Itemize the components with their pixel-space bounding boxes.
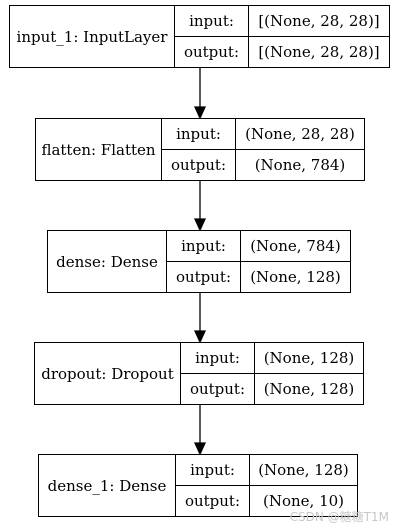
input-label: input: bbox=[162, 119, 235, 150]
output-shape: (None, 10) bbox=[262, 492, 345, 510]
io-values: [(None, 28, 28)] [(None, 28, 28)] bbox=[249, 6, 389, 67]
input-shape: (None, 128) bbox=[250, 455, 357, 486]
layer-name: input_1: InputLayer bbox=[10, 6, 175, 67]
input-label: input: bbox=[175, 6, 248, 37]
output-label: output: bbox=[175, 268, 232, 286]
arrowhead-dropout-to-dense1 bbox=[193, 442, 207, 456]
layer-node-input-1: input_1: InputLayer input: output: [(Non… bbox=[9, 5, 390, 68]
layer-node-dense: dense: Dense input: output: (None, 784) … bbox=[47, 230, 351, 293]
io-values: (None, 128) (None, 128) bbox=[255, 343, 363, 404]
arrowhead-input-to-flatten bbox=[193, 106, 207, 120]
output-shape: (None, 784) bbox=[254, 156, 346, 174]
input-label: input: bbox=[176, 455, 249, 486]
output-shape: (None, 128) bbox=[263, 380, 355, 398]
input-shape: (None, 128) bbox=[255, 343, 363, 374]
layer-node-dropout: dropout: Dropout input: output: (None, 1… bbox=[34, 342, 364, 405]
arrowhead-dense-to-dropout bbox=[193, 330, 207, 344]
layer-node-dense-1: dense_1: Dense input: output: (None, 128… bbox=[38, 454, 358, 517]
layer-name: dropout: Dropout bbox=[35, 343, 181, 404]
arrowhead-flatten-to-dense bbox=[193, 218, 207, 232]
output-label: output: bbox=[183, 43, 240, 61]
output-shape: [(None, 28, 28)] bbox=[258, 43, 380, 61]
output-label: output: bbox=[189, 380, 246, 398]
output-label: output: bbox=[170, 156, 227, 174]
input-label: input: bbox=[181, 343, 254, 374]
io-labels: input: output: bbox=[167, 231, 241, 292]
layer-name: flatten: Flatten bbox=[36, 119, 162, 180]
output-label: output: bbox=[184, 492, 241, 510]
input-shape: (None, 784) bbox=[241, 231, 350, 262]
io-labels: input: output: bbox=[175, 6, 249, 67]
io-labels: input: output: bbox=[181, 343, 255, 404]
layer-node-flatten: flatten: Flatten input: output: (None, 2… bbox=[35, 118, 365, 181]
input-label: input: bbox=[167, 231, 240, 262]
input-shape: [(None, 28, 28)] bbox=[249, 6, 389, 37]
io-values: (None, 784) (None, 128) bbox=[241, 231, 350, 292]
io-values: (None, 128) (None, 10) bbox=[250, 455, 357, 516]
output-shape: (None, 128) bbox=[250, 268, 341, 286]
layer-name: dense_1: Dense bbox=[39, 455, 176, 516]
io-labels: input: output: bbox=[176, 455, 250, 516]
io-labels: input: output: bbox=[162, 119, 236, 180]
layer-name: dense: Dense bbox=[48, 231, 167, 292]
io-values: (None, 28, 28) (None, 784) bbox=[236, 119, 364, 180]
input-shape: (None, 28, 28) bbox=[236, 119, 364, 150]
watermark-text: CSDN @糖糖T1M bbox=[289, 510, 389, 524]
